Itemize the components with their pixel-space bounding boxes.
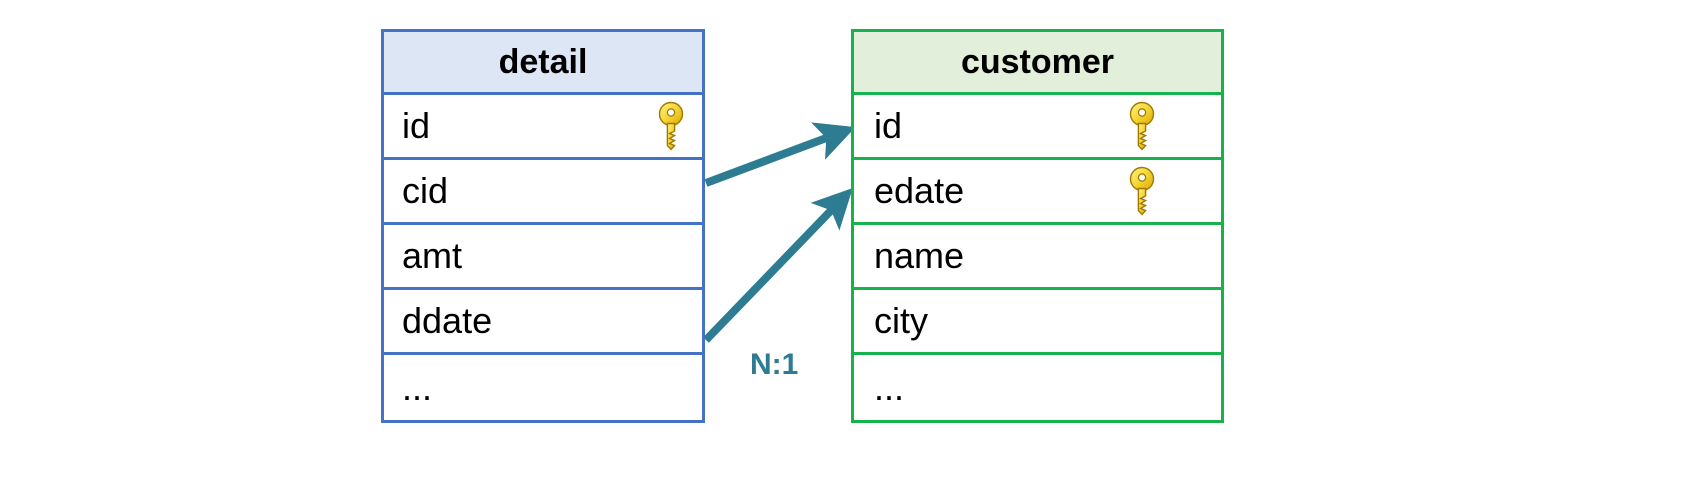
field-name: amt <box>402 235 463 276</box>
table-row[interactable]: id <box>854 95 1221 160</box>
table-row[interactable]: city <box>854 290 1221 355</box>
key-icon <box>1123 101 1161 151</box>
table-row[interactable]: ddate <box>384 290 702 355</box>
key-icon <box>1123 166 1161 216</box>
table-row[interactable]: amt <box>384 225 702 290</box>
entity-title-customer: customer <box>854 32 1221 95</box>
entity-title-detail: detail <box>384 32 702 95</box>
relationship-line-ddate-to-edate <box>703 187 853 343</box>
field-name: ... <box>402 366 433 408</box>
table-row[interactable]: cid <box>384 160 702 225</box>
field-name: id <box>874 105 903 146</box>
table-row[interactable]: ... <box>384 355 702 420</box>
relationship-line-cid-to-id <box>704 122 856 187</box>
field-name: city <box>874 300 928 341</box>
table-row[interactable]: ... <box>854 355 1221 420</box>
field-name: edate <box>874 170 965 211</box>
field-name: id <box>402 105 431 146</box>
field-name: name <box>874 235 965 276</box>
entity-table-customer[interactable]: customer id edate <box>851 29 1224 423</box>
field-name: ... <box>874 366 905 408</box>
table-row[interactable]: name <box>854 225 1221 290</box>
field-name: cid <box>402 170 449 211</box>
cardinality-label-n-to-1: N:1 <box>750 348 799 381</box>
field-name: ddate <box>402 300 493 341</box>
key-icon <box>652 101 690 151</box>
entity-table-detail[interactable]: detail id <box>381 29 705 423</box>
table-row[interactable]: edate <box>854 160 1221 225</box>
table-row[interactable]: id <box>384 95 702 160</box>
